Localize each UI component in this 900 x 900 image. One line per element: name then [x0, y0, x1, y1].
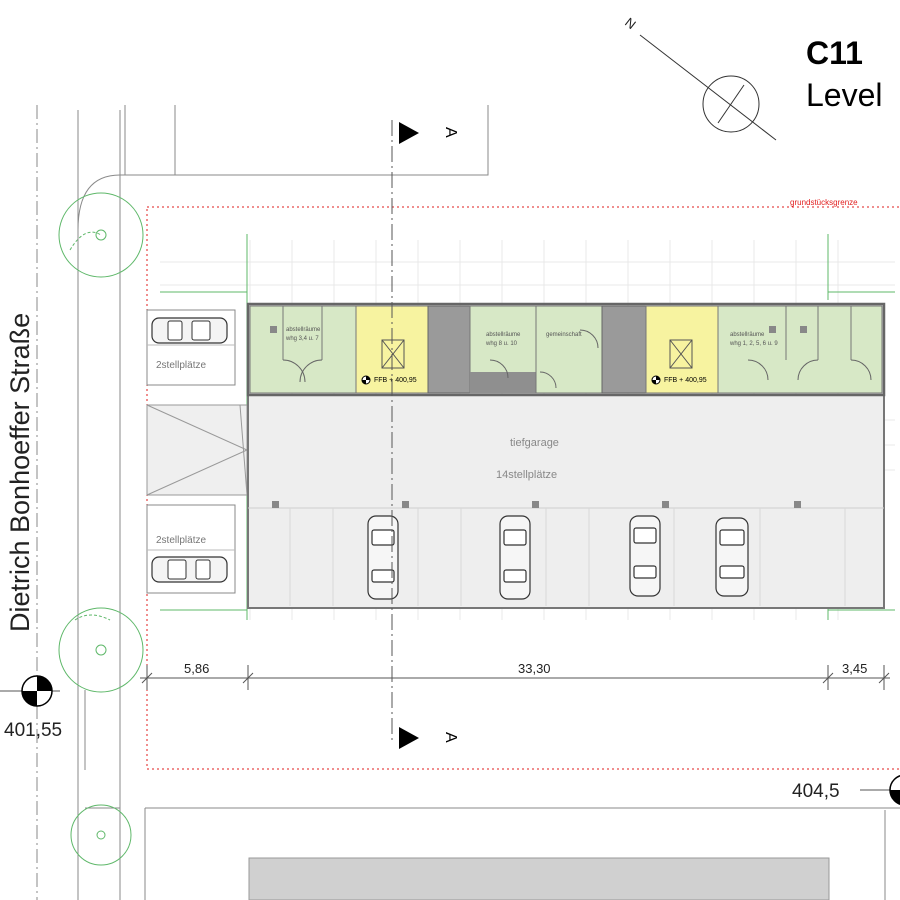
- storage-mid-title: abstellräume: [486, 332, 521, 338]
- car-icon: [367, 515, 399, 600]
- garage-ramp: [146, 404, 249, 496]
- ffb-label-1: FFB + 400,95: [374, 377, 417, 384]
- car-icon: [715, 517, 749, 597]
- sheet-code: C11: [806, 35, 863, 71]
- underground-garage: tiefgarage 14stellplätze: [247, 394, 885, 609]
- storage-right-title: abstellräume: [730, 332, 765, 338]
- car-icon: [151, 317, 228, 344]
- elevation-right: 404,5: [792, 781, 840, 802]
- ffb-marker-2: FFB + 400,95: [651, 375, 707, 385]
- north-label: N: [622, 15, 639, 33]
- outdoor-parking-bottom: 2stellplätze: [146, 504, 236, 594]
- north-arrow: N: [622, 15, 777, 141]
- neighbour-building: [248, 857, 830, 900]
- dimension-center: 33,30: [518, 661, 551, 676]
- garage-name: tiefgarage: [510, 437, 559, 449]
- dimension-left: 5,86: [184, 661, 209, 676]
- garage-cars: [367, 515, 749, 600]
- car-icon: [151, 556, 228, 583]
- car-icon: [629, 515, 661, 597]
- street-name: Dietrich Bonhoeffer Straße: [5, 313, 35, 632]
- outdoor-parking-top: 2stellplätze: [146, 309, 236, 386]
- storage-mid-sub: whg 8 u. 10: [485, 341, 518, 347]
- ffb-label-2: FFB + 400,95: [664, 377, 707, 384]
- property-line-label: grundstücksgrenze: [790, 198, 858, 207]
- section-marker-bottom: A: [399, 727, 459, 749]
- elevation-marker-street: [0, 675, 60, 707]
- common-room-label: gemeinschaft: [546, 332, 582, 338]
- elevation-marker-right: [860, 775, 900, 805]
- storage-right-sub: whg 1, 2, 5, 6 u. 9: [729, 341, 778, 347]
- property-boundary: [146, 206, 900, 770]
- section-label-bottom: A: [442, 732, 459, 743]
- dimension-chain: [140, 665, 890, 690]
- parking-top-label: 2stellplätze: [156, 360, 206, 371]
- elevation-street: 401,55: [4, 720, 62, 741]
- room-labels: abstellräume whg 3,4 u. 7 abstellräume w…: [285, 327, 778, 347]
- section-label-top: A: [442, 127, 459, 138]
- car-icon: [499, 515, 531, 600]
- ffb-marker-1: FFB + 400,95: [361, 375, 417, 385]
- garage-capacity: 14stellplätze: [496, 469, 557, 481]
- sheet-level-label: Level: [806, 77, 883, 113]
- parking-bottom-label: 2stellplätze: [156, 535, 206, 546]
- storage-left-sub: whg 3,4 u. 7: [285, 336, 319, 342]
- building-band: [246, 302, 886, 397]
- storage-left-title: abstellräume: [286, 327, 321, 333]
- trees: [58, 192, 144, 866]
- dimension-right: 3,45: [842, 661, 867, 676]
- section-marker-top: A: [399, 122, 459, 144]
- street-lines: [36, 105, 900, 900]
